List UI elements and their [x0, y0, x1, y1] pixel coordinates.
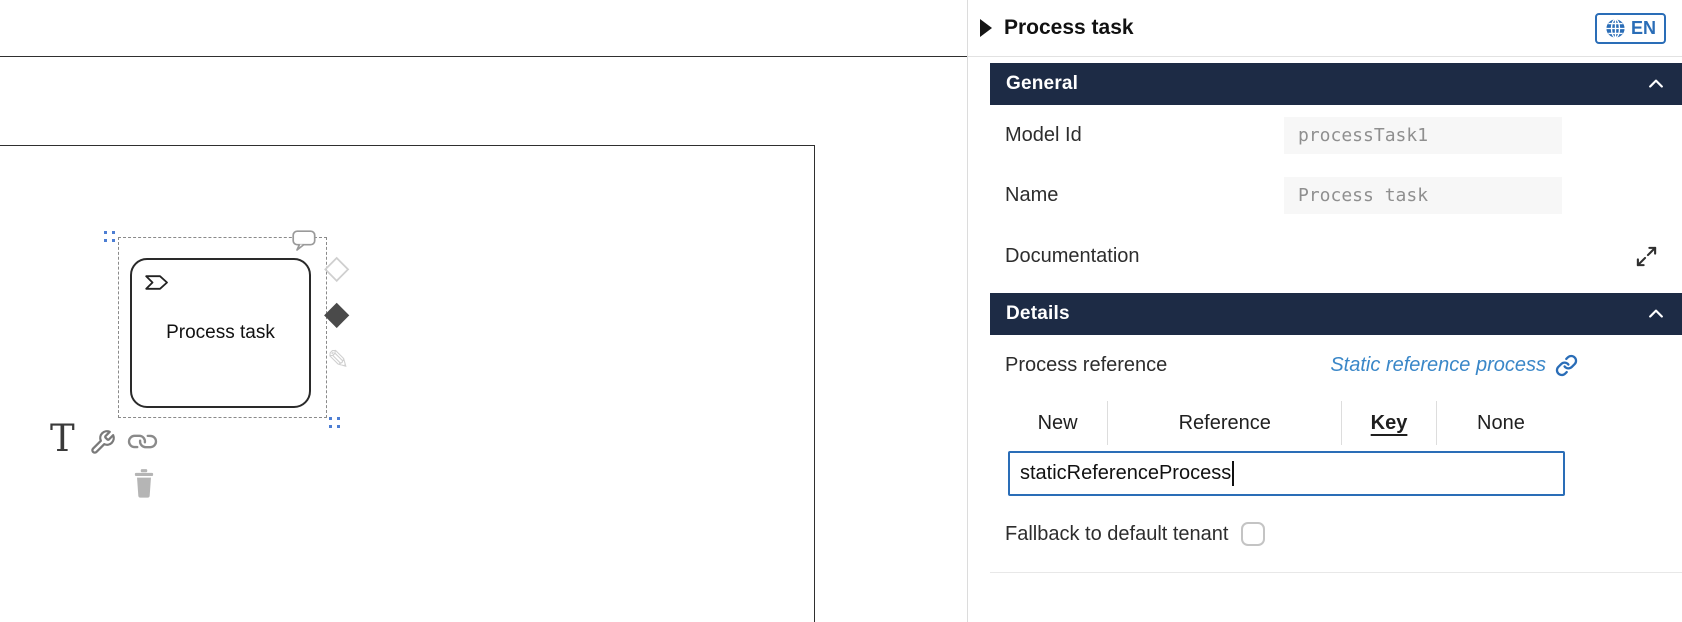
- tab-new[interactable]: New: [1008, 401, 1109, 445]
- collapse-caret-icon[interactable]: [980, 19, 992, 37]
- model-id-field[interactable]: processTask1: [1284, 116, 1562, 154]
- fallback-checkbox[interactable]: [1241, 522, 1266, 546]
- resize-handle-bottom-right[interactable]: [329, 415, 340, 433]
- fallback-label: Fallback to default tenant: [1005, 522, 1229, 545]
- process-reference-link[interactable]: Static reference process: [1330, 354, 1578, 377]
- model-id-row: Model Id processTask1: [990, 105, 1682, 165]
- resize-handle-top-left[interactable]: [104, 229, 115, 247]
- sentry-filled-icon[interactable]: ◆: [324, 294, 350, 331]
- bottom-divider: [990, 572, 1682, 573]
- language-label: EN: [1630, 17, 1656, 38]
- wrench-icon[interactable]: [89, 429, 116, 456]
- globe-icon: [1605, 18, 1626, 39]
- name-field[interactable]: Process task: [1284, 176, 1562, 214]
- expand-icon[interactable]: [1635, 245, 1658, 268]
- language-button[interactable]: EN: [1594, 12, 1666, 44]
- documentation-row: Documentation: [990, 225, 1682, 287]
- section-header-general[interactable]: General: [990, 63, 1682, 105]
- link-icon: [1555, 354, 1578, 377]
- properties-panel: Process task EN General Model Id process…: [968, 0, 1682, 622]
- process-task-shape[interactable]: Process task: [130, 258, 311, 408]
- process-reference-label: Process reference: [1005, 353, 1168, 376]
- process-key-input[interactable]: staticReferenceProcess: [1008, 451, 1565, 496]
- canvas-top-divider: [0, 56, 967, 57]
- name-label: Name: [1005, 183, 1059, 206]
- tab-none[interactable]: None: [1436, 401, 1565, 445]
- chain-link-icon[interactable]: [127, 428, 158, 455]
- process-reference-row: Process reference Static reference proce…: [990, 337, 1682, 393]
- tab-reference[interactable]: Reference: [1108, 401, 1343, 445]
- panel-header: Process task EN: [968, 0, 1682, 57]
- edit-pencil-icon[interactable]: ✎: [327, 345, 350, 375]
- trash-icon[interactable]: [131, 468, 157, 498]
- reference-mode-tabs: New Reference Key None: [1008, 401, 1565, 445]
- comment-bubble-icon[interactable]: [292, 230, 318, 252]
- process-key-input-value: staticReferenceProcess: [1020, 462, 1232, 484]
- tab-key[interactable]: Key: [1342, 401, 1437, 445]
- chevron-up-icon: [1646, 304, 1666, 324]
- model-id-label: Model Id: [1005, 123, 1082, 146]
- sentry-outline-icon[interactable]: ◇: [324, 248, 350, 285]
- process-task-chevron-icon: [145, 275, 169, 290]
- fallback-row: Fallback to default tenant: [1005, 522, 1682, 546]
- documentation-label: Documentation: [1005, 244, 1140, 267]
- section-title-general: General: [1006, 73, 1079, 94]
- diagram-canvas[interactable]: Process task ◇ ◆ ✎ T: [0, 0, 968, 622]
- section-title-details: Details: [1006, 303, 1070, 324]
- section-header-details[interactable]: Details: [990, 293, 1682, 335]
- case-plan-model-border[interactable]: [0, 145, 815, 622]
- reference-form: New Reference Key None staticReferencePr…: [1008, 401, 1565, 496]
- text-annotation-icon[interactable]: T: [50, 417, 75, 460]
- selection-outline: [118, 237, 327, 418]
- chevron-up-icon: [1646, 74, 1666, 94]
- name-row: Name Process task: [990, 165, 1682, 225]
- panel-title: Process task: [1004, 16, 1134, 39]
- panel-body: General Model Id processTask1 Name Proce…: [968, 63, 1682, 573]
- text-caret: [1232, 461, 1234, 486]
- process-task-label: Process task: [166, 322, 275, 343]
- process-reference-link-text: Static reference process: [1330, 353, 1546, 376]
